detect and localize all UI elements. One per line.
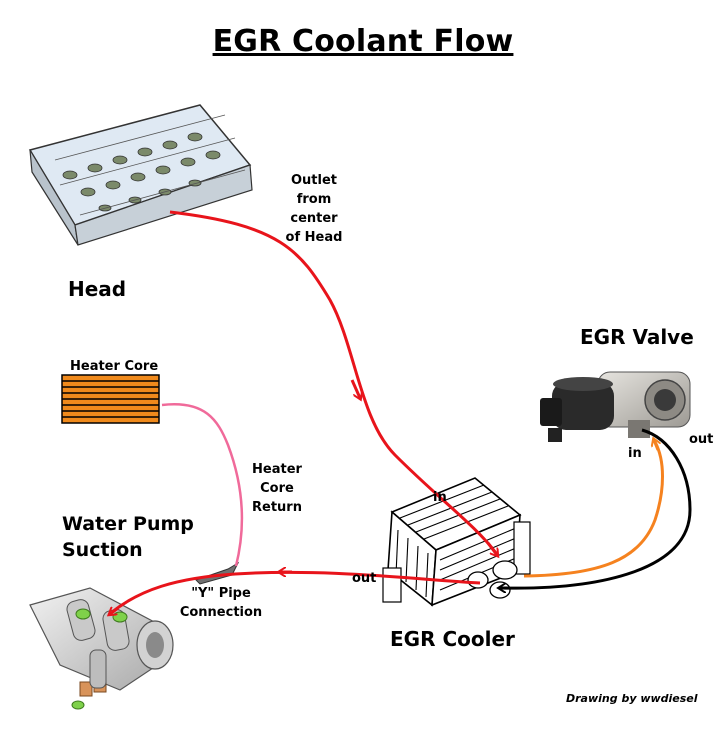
page-title: EGR Coolant Flow [212, 24, 514, 59]
y-pipe-label: "Y" Pipe Connection [175, 584, 267, 622]
y-pipe-label-line: Connection [179, 605, 263, 620]
heater-return-label-line: Heater [252, 462, 302, 477]
valve-to-cooler-line [501, 428, 692, 590]
cooler-to-pump-line [111, 570, 481, 614]
egr-cooler-label: EGR Cooler [390, 627, 515, 651]
heater-return-label: Heater Core Return [247, 460, 307, 517]
y-pipe-icon [195, 561, 240, 585]
outlet-label-line: Outlet [290, 173, 337, 188]
valve-out-label: out [689, 432, 714, 447]
outlet-label-line: of Head [285, 230, 343, 245]
water-pump-label-line1: Water Pump [62, 513, 194, 535]
cooler-out-label: out [352, 571, 377, 586]
heater-return-label-line: Core [260, 481, 294, 496]
head-to-cooler-arrow [350, 379, 360, 398]
heater-core-icon [61, 374, 160, 424]
cooler-to-valve-arrow [654, 440, 658, 451]
egr-valve-icon [540, 371, 691, 442]
drawing-credit: Drawing by wwdiesel [566, 692, 698, 705]
egr-cooler-icon [382, 477, 531, 607]
heater-return-label-line: Return [252, 500, 302, 515]
cooler-in-label: in [433, 490, 447, 505]
water-pump-label: Water Pump Suction [62, 513, 194, 561]
water-pump-label-line2: Suction [62, 539, 143, 561]
cooler-inlet-arrow [486, 542, 497, 555]
egr-valve-label: EGR Valve [580, 325, 694, 349]
head-to-cooler-line [169, 210, 498, 554]
water-pump-icon [29, 587, 174, 710]
heater-return-line [161, 402, 244, 567]
y-pipe-label-line: "Y" Pipe [191, 586, 251, 601]
heater-core-label: Heater Core [70, 359, 159, 374]
cylinder-head-icon [28, 104, 253, 246]
outlet-label-line: from [296, 192, 332, 207]
head-label: Head [68, 277, 127, 301]
cooler-to-pump-arrow-b [110, 608, 119, 614]
valve-in-label: in [628, 446, 642, 461]
outlet-label-line: center [290, 211, 338, 226]
outlet-label: Outlet from center of Head [283, 171, 345, 247]
cooler-to-valve-line [523, 441, 664, 578]
